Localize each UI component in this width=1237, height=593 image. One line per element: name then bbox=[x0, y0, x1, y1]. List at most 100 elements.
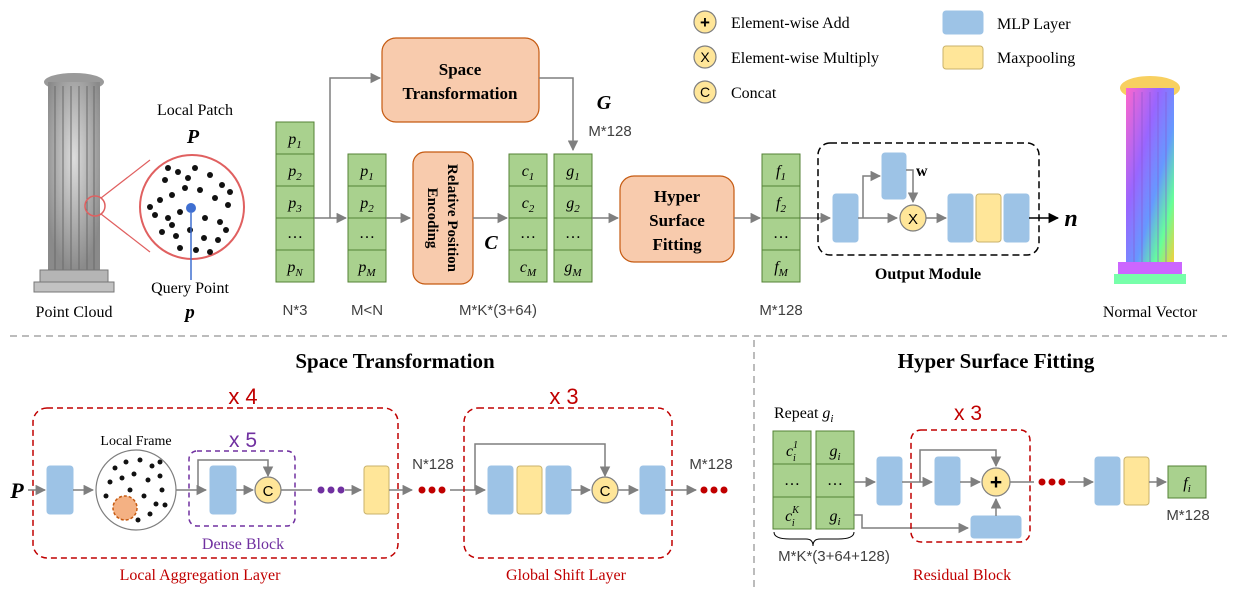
mlp-legend-swatch bbox=[942, 10, 984, 35]
symbol-C: C bbox=[484, 232, 498, 254]
svg-text:Relative Position: Relative Position bbox=[444, 164, 460, 273]
dim-mk: M*K*(3+64) bbox=[459, 302, 537, 319]
hsf-mlp-final bbox=[1094, 456, 1121, 506]
legend-add-label: Element-wise Add bbox=[731, 15, 850, 32]
relative-position-encoding-box: Relative Position Encoding bbox=[412, 151, 474, 285]
dim-m128-global: M*128 bbox=[689, 456, 732, 473]
global-mlp-2 bbox=[545, 465, 572, 515]
mlp-1 bbox=[46, 465, 74, 515]
residual-ellipsis bbox=[1038, 478, 1066, 486]
svg-text:+: + bbox=[990, 471, 1002, 494]
global-mlp-1 bbox=[487, 465, 514, 515]
local-aggregation-label: Local Aggregation Layer bbox=[120, 567, 281, 584]
add-legend-icon bbox=[693, 10, 717, 34]
legend-concat-label: Concat bbox=[731, 85, 777, 102]
svg-text:…: … bbox=[565, 225, 581, 242]
dim-m128-hsf: M*128 bbox=[1166, 507, 1209, 524]
symbol-w: w bbox=[916, 163, 928, 180]
svg-text:fi: fi bbox=[1183, 475, 1191, 495]
point-cloud-pillar bbox=[33, 73, 115, 293]
query-point-label: Query Point bbox=[151, 280, 229, 297]
svg-text:f1: f1 bbox=[776, 163, 786, 183]
hsf-maxpool bbox=[1123, 456, 1150, 506]
svg-text:C: C bbox=[263, 483, 274, 500]
local-aggregation-layer-box bbox=[32, 407, 399, 559]
svg-text:Surface: Surface bbox=[649, 211, 705, 230]
normal-vector-pillar bbox=[1114, 76, 1186, 284]
dim-n3: N*3 bbox=[282, 302, 307, 319]
svg-text:gi: gi bbox=[829, 508, 840, 528]
dim-mn: M<N bbox=[351, 302, 383, 319]
svg-text:…: … bbox=[520, 225, 536, 242]
global-shift-label: Global Shift Layer bbox=[506, 567, 627, 584]
svg-text:X: X bbox=[908, 211, 918, 228]
add-legend-symbol: + bbox=[700, 13, 710, 32]
maxpool-legend-swatch bbox=[942, 45, 984, 70]
hsf-mlp-1 bbox=[876, 456, 903, 506]
query-symbol-p: p bbox=[183, 302, 195, 323]
dim-m128-g: M*128 bbox=[588, 123, 631, 140]
multiply-legend-symbol: X bbox=[700, 49, 710, 65]
space-transformation-box: Space Transformation bbox=[381, 37, 540, 123]
repeat-x5: x 5 bbox=[229, 429, 257, 452]
output-module: w X bbox=[817, 142, 1060, 256]
repeat-x3-global: x 3 bbox=[549, 384, 578, 409]
symbol-G: G bbox=[597, 92, 612, 114]
point-cloud-label: Point Cloud bbox=[36, 304, 113, 321]
svg-text:c1i: c1i bbox=[786, 440, 798, 464]
symbol-n: n bbox=[1064, 206, 1077, 232]
hyper-surface-fitting-title: Hyper Surface Fitting bbox=[898, 349, 1095, 373]
space-transformation-title: Space Transformation bbox=[295, 349, 495, 373]
svg-text:…: … bbox=[287, 225, 303, 242]
legend: + Element-wise Add X Element-wise Multip… bbox=[693, 10, 1075, 104]
normal-vector-label: Normal Vector bbox=[1103, 304, 1198, 321]
svg-text:gi: gi bbox=[829, 443, 840, 463]
repeat-x3-residual: x 3 bbox=[954, 402, 982, 425]
hyper-surface-fitting-box: Hyper Surface Fitting bbox=[619, 175, 735, 263]
concat-legend-icon bbox=[693, 80, 717, 104]
repeat-label: Repeat gi bbox=[774, 405, 833, 425]
repeat-x4: x 4 bbox=[228, 384, 257, 409]
global-ellipsis bbox=[700, 486, 728, 494]
sampled-points-column: p1 p2 … pM bbox=[347, 153, 387, 283]
local-frame-label: Local Frame bbox=[100, 434, 171, 449]
residual-mlp bbox=[934, 456, 961, 506]
layer-ellipsis bbox=[418, 486, 446, 494]
c-features-column: c1 c2 … cM bbox=[508, 153, 548, 283]
svg-text:…: … bbox=[827, 472, 843, 489]
shortcut-mlp bbox=[970, 515, 1022, 539]
svg-text:Encoding: Encoding bbox=[424, 188, 440, 249]
multiply-legend-icon bbox=[693, 45, 717, 69]
svg-text:…: … bbox=[773, 225, 789, 242]
legend-maxpool-label: Maxpooling bbox=[997, 50, 1075, 67]
svg-text:Space: Space bbox=[439, 60, 482, 79]
concat-legend-symbol: C bbox=[700, 84, 710, 100]
svg-text:Fitting: Fitting bbox=[652, 235, 702, 254]
svg-text:…: … bbox=[359, 225, 375, 242]
f-i-output bbox=[1167, 465, 1207, 499]
local-patch-label: Local Patch bbox=[157, 102, 233, 119]
residual-block-label: Residual Block bbox=[913, 567, 1011, 584]
legend-multiply-label: Element-wise Multiply bbox=[731, 50, 879, 67]
output-module-label: Output Module bbox=[875, 266, 981, 283]
dim-n128: N*128 bbox=[412, 456, 454, 473]
global-maxpool bbox=[516, 465, 543, 515]
dense-block-label: Dense Block bbox=[202, 536, 284, 553]
g-features-column: g1 g2 … gM bbox=[553, 153, 593, 283]
svg-text:Transformation: Transformation bbox=[403, 84, 518, 103]
svg-text:f2: f2 bbox=[776, 195, 786, 215]
local-patch-circle bbox=[139, 154, 245, 280]
svg-text:C: C bbox=[600, 483, 611, 500]
global-mlp-3 bbox=[639, 465, 666, 515]
local-frame-patch bbox=[95, 449, 177, 531]
f-features-column: f1 f2 … fM bbox=[761, 153, 801, 283]
svg-text:Hyper: Hyper bbox=[654, 187, 701, 206]
symbol-P-bottom: P bbox=[9, 478, 24, 503]
dense-ellipsis bbox=[317, 486, 345, 494]
dense-block-box bbox=[188, 450, 296, 527]
dense-mlp bbox=[209, 465, 237, 515]
global-shift-layer-box bbox=[463, 407, 673, 559]
dim-m128-f: M*128 bbox=[759, 302, 802, 319]
input-points-column: p1 p2 p3 … pN bbox=[275, 121, 315, 283]
